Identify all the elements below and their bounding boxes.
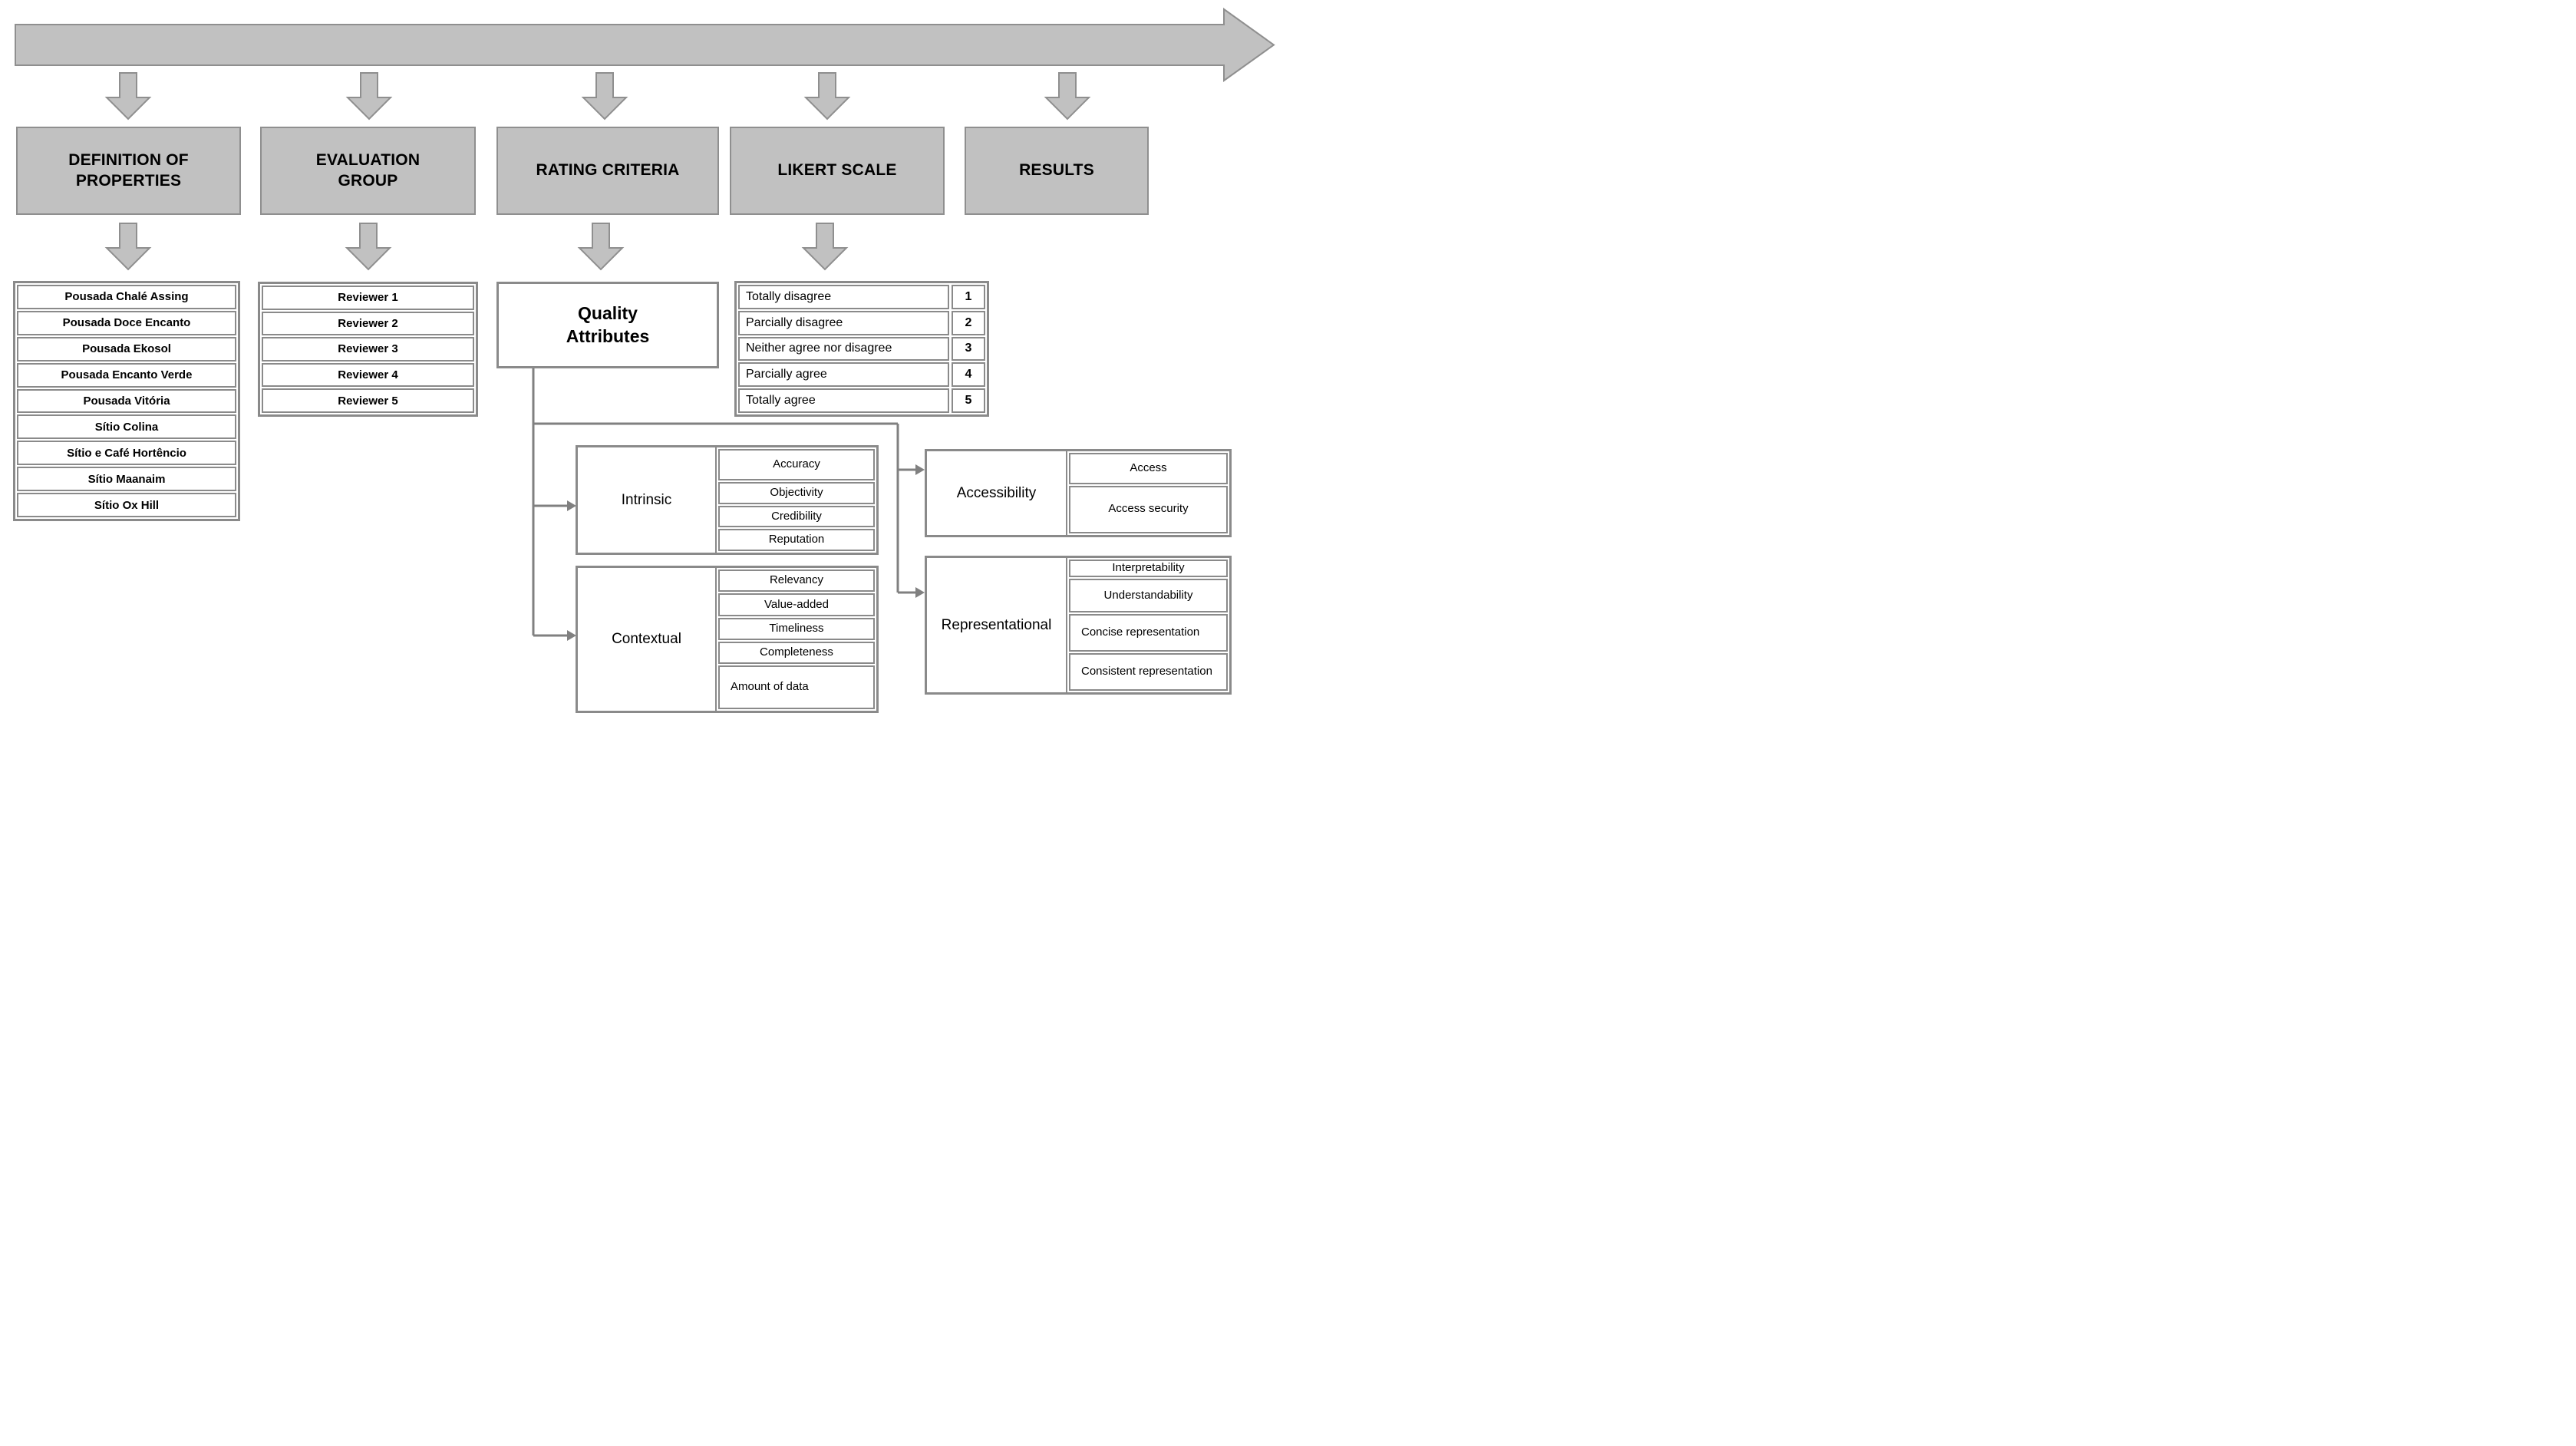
arrowhead-icon xyxy=(915,464,925,475)
stage-evaluation-group: EVALUATION GROUP xyxy=(260,127,476,215)
list-item: Pousada Doce Encanto xyxy=(17,310,236,335)
list-item: Pousada Chalé Assing xyxy=(17,285,236,309)
list-item: Reviewer 4 xyxy=(262,362,474,388)
attribute-cell: Credibility xyxy=(718,505,875,528)
attribute-cell: Consistent representation xyxy=(1069,653,1228,691)
table-row: Parcially agree 4 xyxy=(738,362,985,388)
attribute-cell: Timeliness xyxy=(718,617,875,640)
category-accessibility: Accessibility Access Access security xyxy=(925,449,1232,537)
list-item: Sítio e Café Hortêncio xyxy=(17,441,236,466)
attribute-column: Accuracy Objectivity Credibility Reputat… xyxy=(717,447,876,553)
attribute-cell: Accuracy xyxy=(718,449,875,480)
list-item: Pousada Ekosol xyxy=(17,336,236,362)
down-arrow-icon xyxy=(345,223,392,271)
down-arrow-icon xyxy=(345,72,393,121)
category-name: Intrinsic xyxy=(578,447,717,553)
likert-value: 4 xyxy=(952,362,985,388)
down-arrow-icon xyxy=(104,223,152,271)
list-item: Reviewer 5 xyxy=(262,388,474,413)
list-item: Reviewer 3 xyxy=(262,337,474,362)
down-arrow-icon xyxy=(801,223,849,271)
attribute-column: Relevancy Value-added Timeliness Complet… xyxy=(717,568,876,711)
category-contextual: Contextual Relevancy Value-added Timelin… xyxy=(576,566,879,713)
likert-value: 3 xyxy=(952,336,985,362)
attribute-cell: Relevancy xyxy=(718,569,875,593)
stage-label: RATING CRITERIA xyxy=(536,161,680,180)
list-item: Sítio Ox Hill xyxy=(17,493,236,518)
table-row: Totally disagree 1 xyxy=(738,285,985,309)
stage-results: RESULTS xyxy=(965,127,1149,215)
category-name: Accessibility xyxy=(927,451,1067,535)
quality-attributes-box: Quality Attributes xyxy=(496,282,719,368)
attribute-cell: Access security xyxy=(1069,485,1228,533)
attribute-column: Interpretability Understandability Conci… xyxy=(1067,558,1229,692)
attribute-cell: Understandability xyxy=(1069,578,1228,613)
list-item: Reviewer 2 xyxy=(262,311,474,336)
list-item: Sítio Colina xyxy=(17,414,236,440)
down-arrow-icon xyxy=(803,72,851,121)
down-arrow-icon xyxy=(577,223,625,271)
stage-label: RESULTS xyxy=(1019,161,1094,180)
attribute-cell: Value-added xyxy=(718,593,875,616)
likert-label: Parcially agree xyxy=(738,362,949,388)
likert-value: 5 xyxy=(952,388,985,413)
methodology-flow-diagram: DEFINITION OF PROPERTIES EVALUATION GROU… xyxy=(0,0,1288,723)
stage-label: DEFINITION OF PROPERTIES xyxy=(68,151,189,190)
likert-label: Neither agree nor disagree xyxy=(738,336,949,362)
likert-value: 2 xyxy=(952,310,985,335)
down-arrow-icon xyxy=(104,72,152,121)
stage-label: LIKERT SCALE xyxy=(777,161,897,180)
attribute-cell: Amount of data xyxy=(718,665,875,710)
stage-definition-of-properties: DEFINITION OF PROPERTIES xyxy=(16,127,241,215)
category-name: Contextual xyxy=(578,568,717,711)
attribute-cell: Interpretability xyxy=(1069,560,1228,577)
category-intrinsic: Intrinsic Accuracy Objectivity Credibili… xyxy=(576,445,879,555)
down-arrow-icon xyxy=(1044,72,1091,121)
reviewers-list: Reviewer 1 Reviewer 2 Reviewer 3 Reviewe… xyxy=(258,282,478,417)
category-representational: Representational Interpretability Unders… xyxy=(925,556,1232,695)
table-row: Parcially disagree 2 xyxy=(738,310,985,335)
list-item: Sítio Maanaim xyxy=(17,467,236,492)
likert-label: Totally disagree xyxy=(738,285,949,309)
likert-value: 1 xyxy=(952,285,985,309)
category-name: Representational xyxy=(927,558,1067,692)
likert-scale-table: Totally disagree 1 Parcially disagree 2 … xyxy=(734,281,989,417)
down-arrow-icon xyxy=(581,72,628,121)
stage-likert-scale: LIKERT SCALE xyxy=(730,127,945,215)
table-row: Neither agree nor disagree 3 xyxy=(738,336,985,362)
list-item: Pousada Vitória xyxy=(17,388,236,414)
attribute-cell: Completeness xyxy=(718,641,875,664)
attribute-cell: Access xyxy=(1069,453,1228,484)
list-item: Pousada Encanto Verde xyxy=(17,362,236,388)
likert-label: Totally agree xyxy=(738,388,949,413)
quality-attributes-title: Quality Attributes xyxy=(566,302,650,346)
process-flow-arrow-icon xyxy=(15,8,1275,82)
stage-rating-criteria: RATING CRITERIA xyxy=(496,127,719,215)
likert-label: Parcially disagree xyxy=(738,310,949,335)
stage-label: EVALUATION GROUP xyxy=(315,151,421,190)
attribute-cell: Concise representation xyxy=(1069,614,1228,652)
arrowhead-icon xyxy=(915,587,925,598)
attribute-cell: Reputation xyxy=(718,529,875,552)
attribute-column: Access Access security xyxy=(1067,451,1229,535)
list-item: Reviewer 1 xyxy=(262,286,474,310)
properties-list: Pousada Chalé Assing Pousada Doce Encant… xyxy=(13,281,240,521)
table-row: Totally agree 5 xyxy=(738,388,985,413)
attribute-cell: Objectivity xyxy=(718,482,875,504)
